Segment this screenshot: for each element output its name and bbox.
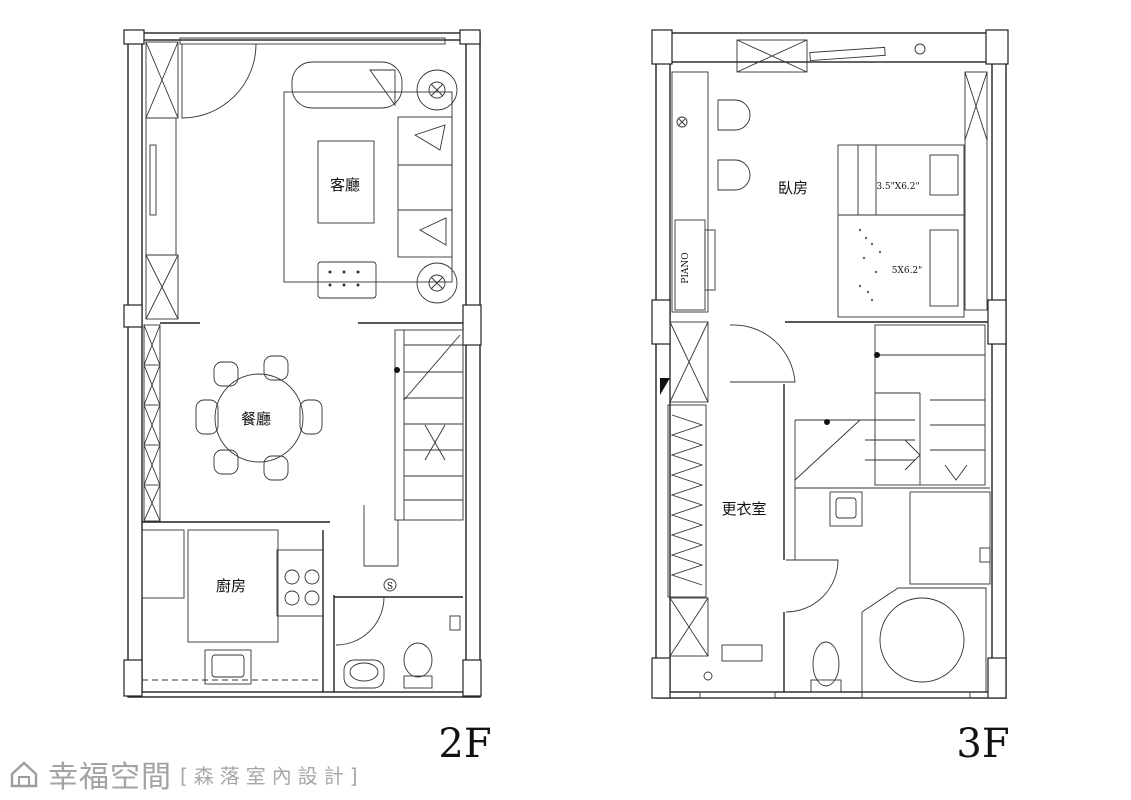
- 2f-living-furniture: [283, 61, 458, 304]
- 3f-outer-wall: [655, 32, 1007, 699]
- 3f-bathroom: [703, 491, 991, 693]
- 3f-left-wardrobe: [660, 321, 709, 657]
- 3f-column-br: [987, 657, 1007, 699]
- 2f-outer-wall: [127, 32, 481, 698]
- 2f-staircase: [363, 329, 464, 567]
- 2f-tv-unit: [145, 117, 177, 256]
- 2f-entry-door: [181, 43, 257, 119]
- 3f-desk-area: [671, 71, 751, 313]
- floor-label-2f: 2F: [438, 721, 491, 767]
- 3f-top-furniture: [736, 39, 926, 73]
- 2f-column-br: [462, 659, 482, 697]
- 3f-bottom-window-b: [861, 691, 971, 699]
- 2f-column-tr: [459, 29, 481, 45]
- floor-3f-plan: [651, 29, 1009, 699]
- 3f-closet-door: [785, 559, 839, 613]
- floor-label-3f: 3F: [956, 721, 1009, 767]
- 2f-inner-wall: [141, 39, 467, 693]
- 2f-column-mr: [462, 304, 482, 346]
- 3f-bottom-window-a: [699, 691, 776, 699]
- 3f-column-tr: [985, 29, 1009, 65]
- 2f-top-window: [179, 37, 446, 45]
- 3f-column-ml: [651, 299, 671, 345]
- 3f-column-mr: [987, 299, 1007, 345]
- 3f-column-bl: [651, 657, 671, 699]
- floor-2f-plan: [123, 29, 482, 698]
- room-label-dining: 餐廳: [241, 410, 271, 428]
- 2f-column-bl: [123, 659, 143, 697]
- room-label-closet: 更衣室: [721, 500, 766, 518]
- 3f-inner-wall: [669, 61, 993, 693]
- room-label-bedroom: 臥房: [778, 179, 808, 197]
- 3f-beds: [837, 144, 965, 318]
- 2f-left-cabinets: [143, 41, 179, 522]
- 2f-column-ml: [123, 304, 143, 328]
- bed-lower-size: 5X6.2": [892, 266, 923, 276]
- brand-name: 幸福空間: [48, 760, 172, 795]
- switch-mark: S: [387, 582, 393, 592]
- 3f-staircase: [794, 324, 990, 560]
- room-label-kitchen: 廚房: [216, 577, 246, 595]
- 2f-dining-table: [195, 355, 323, 481]
- 2f-column-tl: [123, 29, 145, 45]
- brand-watermark: 幸福空間 [森落室內設計]: [8, 754, 364, 795]
- 3f-column-tl: [651, 29, 673, 65]
- piano-label: PIANO: [681, 252, 691, 283]
- room-label-living: 客廳: [330, 176, 360, 194]
- 3f-bedroom-door: [729, 324, 796, 383]
- brand-subtitle: [森落室內設計]: [180, 763, 364, 788]
- 3f-right-wardrobe: [964, 71, 988, 311]
- bed-upper-size: 3.5"X6.2": [876, 182, 919, 192]
- house-logo-icon: [10, 761, 38, 788]
- 2f-kitchen: [141, 529, 324, 692]
- 2f-bathroom: [333, 578, 463, 692]
